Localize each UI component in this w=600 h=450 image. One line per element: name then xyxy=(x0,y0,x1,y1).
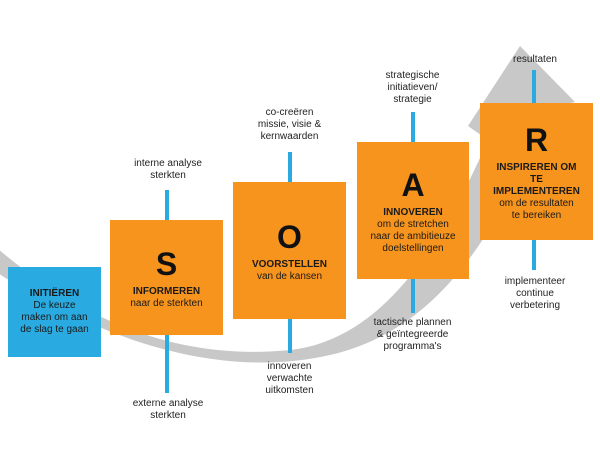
o-top-note: co-creëren missie, visie & kernwaarden xyxy=(257,107,322,142)
o-letter: O xyxy=(277,218,302,255)
growth-arrow-body xyxy=(0,46,575,363)
a-bottom-connector xyxy=(411,279,415,313)
s-informeren-box: S INFORMEREN naar de sterkten xyxy=(110,220,223,335)
r-inspireren-box: R INSPIREREN OM TE IMPLEMENTEREN om de r… xyxy=(480,103,593,240)
o-title: VOORSTELLEN xyxy=(251,258,327,270)
initieren-description: De keuze maken om aan de slag te gaan xyxy=(20,300,89,335)
o-voorstellen-box: O VOORSTELLEN van de kansen xyxy=(233,182,346,319)
initieren-box: INITIËREN De keuze maken om aan de slag … xyxy=(8,267,101,357)
s-title: INFORMEREN xyxy=(132,285,201,297)
s-letter: S xyxy=(155,245,178,282)
a-top-connector xyxy=(411,112,415,142)
o-bottom-connector xyxy=(288,319,292,353)
a-innoveren-box: A INNOVEREN om de stretchen naar de ambi… xyxy=(357,142,469,279)
a-description: om de stretchen naar de ambitieuze doels… xyxy=(370,218,456,254)
s-top-note: interne analyse sterkten xyxy=(134,158,202,181)
s-description: naar de sterkten xyxy=(130,297,203,309)
o-description: van de kansen xyxy=(256,270,323,282)
r-description: om de resultaten te bereiken xyxy=(499,197,574,221)
r-letter: R xyxy=(524,121,549,158)
a-top-note: strategische initiatieven/ strategie xyxy=(385,70,440,105)
r-bottom-note: implementeer continue verbetering xyxy=(504,276,566,311)
s-top-connector xyxy=(165,190,169,220)
a-title: INNOVEREN xyxy=(383,206,443,218)
r-bottom-connector xyxy=(532,240,536,270)
r-top-connector xyxy=(532,70,536,103)
s-bottom-note: externe analyse sterkten xyxy=(132,398,204,421)
o-top-connector xyxy=(288,152,292,182)
s-bottom-connector xyxy=(165,335,169,393)
a-bottom-note: tactische plannen & geïntegreerde progra… xyxy=(373,317,452,352)
o-bottom-note: innoveren verwachte uitkomsten xyxy=(265,361,314,396)
initieren-title: INITIËREN xyxy=(29,288,80,299)
a-letter: A xyxy=(401,166,425,203)
r-title: INSPIREREN OM TE IMPLEMENTEREN xyxy=(493,161,580,197)
r-top-note: resultaten xyxy=(513,54,557,65)
